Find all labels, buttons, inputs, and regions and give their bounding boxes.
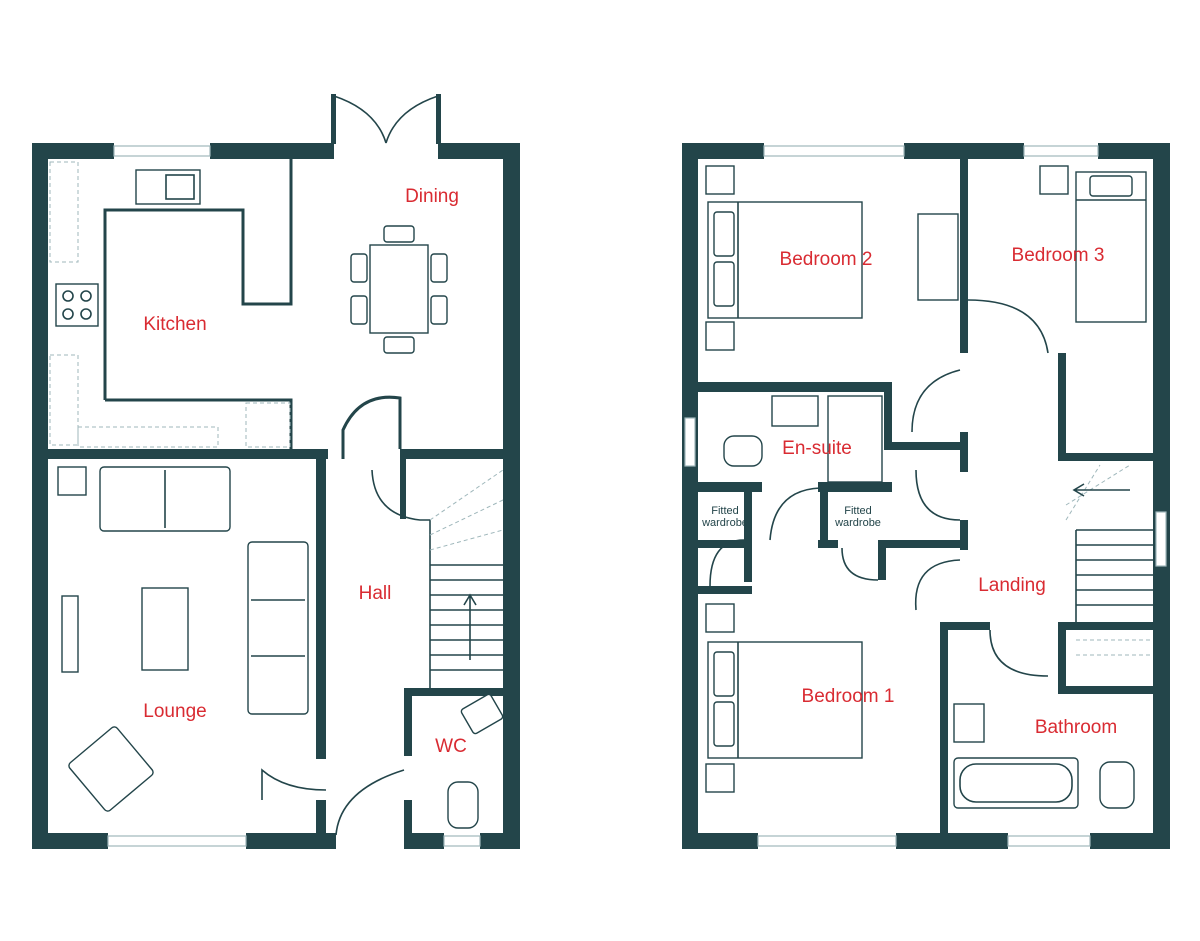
gf-wall-wc-left xyxy=(404,696,412,756)
gf-wall-bottom-2 xyxy=(246,833,336,849)
armchair xyxy=(68,726,154,812)
bathroom-basin-icon xyxy=(953,703,985,743)
room-label-en-suite: En-suite xyxy=(782,438,852,459)
tv-icon xyxy=(61,595,79,673)
room-label-kitchen: Kitchen xyxy=(143,314,207,335)
hob-icon xyxy=(55,283,99,327)
ff-door-icon xyxy=(967,299,1049,354)
room-label-bathroom: Bathroom xyxy=(1034,717,1118,738)
wc-basin-icon xyxy=(460,693,504,735)
gf-wall-kitchen-lounge xyxy=(48,449,328,459)
room-label-fitted-wardrobe-1: Fitted wardrobe xyxy=(702,505,748,529)
dining-table xyxy=(369,244,429,334)
gf-stairs-icon xyxy=(429,520,503,688)
gf-window-kitchen xyxy=(113,145,211,157)
first-floor xyxy=(682,143,1170,849)
fitted-wardrobe-1-line2: wardrobe xyxy=(702,517,748,529)
gf-wall-left xyxy=(32,143,48,849)
ensuite-toilet-icon xyxy=(723,435,763,467)
gf-wall-kitchen-hall xyxy=(400,449,503,459)
toilet-icon xyxy=(447,781,479,829)
ff-window-ensuite xyxy=(684,417,696,467)
room-label-wc: WC xyxy=(435,736,467,757)
ff-wall-right xyxy=(1153,143,1170,849)
sofa-long xyxy=(247,541,309,715)
ff-window-stair xyxy=(1155,511,1167,567)
gf-wall-top-1 xyxy=(32,143,114,159)
gf-wall-top-3 xyxy=(438,143,520,159)
gf-wall-top-2 xyxy=(210,143,334,159)
gf-window-wc xyxy=(443,835,481,847)
gf-wall-bottom-3 xyxy=(404,833,444,849)
room-label-hall: Hall xyxy=(358,583,392,604)
gf-window-lounge xyxy=(107,835,247,847)
room-label-lounge: Lounge xyxy=(143,701,207,722)
gf-wall-right xyxy=(503,143,520,849)
room-label-landing: Landing xyxy=(978,575,1046,596)
room-label-bedroom-2: Bedroom 2 xyxy=(779,249,873,270)
room-label-dining: Dining xyxy=(405,186,459,207)
bathroom-toilet-icon xyxy=(1099,761,1135,809)
gf-wall-hall-stair xyxy=(400,459,406,519)
kitchen-units xyxy=(49,161,79,263)
dining-chair xyxy=(383,225,415,243)
ff-window-bed1 xyxy=(757,835,897,847)
bed2-desk xyxy=(917,213,959,301)
ff-window-bed2 xyxy=(763,145,905,157)
ensuite-basin-icon xyxy=(771,395,819,427)
gf-wall-lounge-hall xyxy=(316,459,326,759)
gf-wall-wc-top xyxy=(404,688,503,696)
coffee-table xyxy=(141,587,189,671)
ff-wall-left xyxy=(682,143,698,849)
gf-french-door-icon xyxy=(333,95,439,144)
fitted-wardrobe-1-line1: Fitted xyxy=(711,505,739,517)
side-table xyxy=(57,466,87,496)
ff-window-bath xyxy=(1007,835,1091,847)
bath-icon xyxy=(953,757,1079,809)
room-label-fitted-wardrobe-2: Fitted wardrobe xyxy=(835,505,881,529)
fitted-wardrobe-2-line1: Fitted xyxy=(844,505,872,517)
kitchen-worktop xyxy=(103,159,293,449)
gf-wall-bottom-4 xyxy=(480,833,520,849)
room-label-bedroom-1: Bedroom 1 xyxy=(801,686,895,707)
bed3-bed xyxy=(1075,171,1147,323)
gf-wall-bottom-1 xyxy=(32,833,108,849)
ff-window-bed3 xyxy=(1023,145,1099,157)
shower-icon xyxy=(827,395,883,483)
ground-floor xyxy=(32,94,520,849)
fitted-wardrobe-2-line2: wardrobe xyxy=(835,517,881,529)
ff-stairs-icon xyxy=(1075,529,1153,622)
gf-door-icon xyxy=(371,469,430,521)
room-label-bedroom-3: Bedroom 3 xyxy=(1011,245,1105,266)
